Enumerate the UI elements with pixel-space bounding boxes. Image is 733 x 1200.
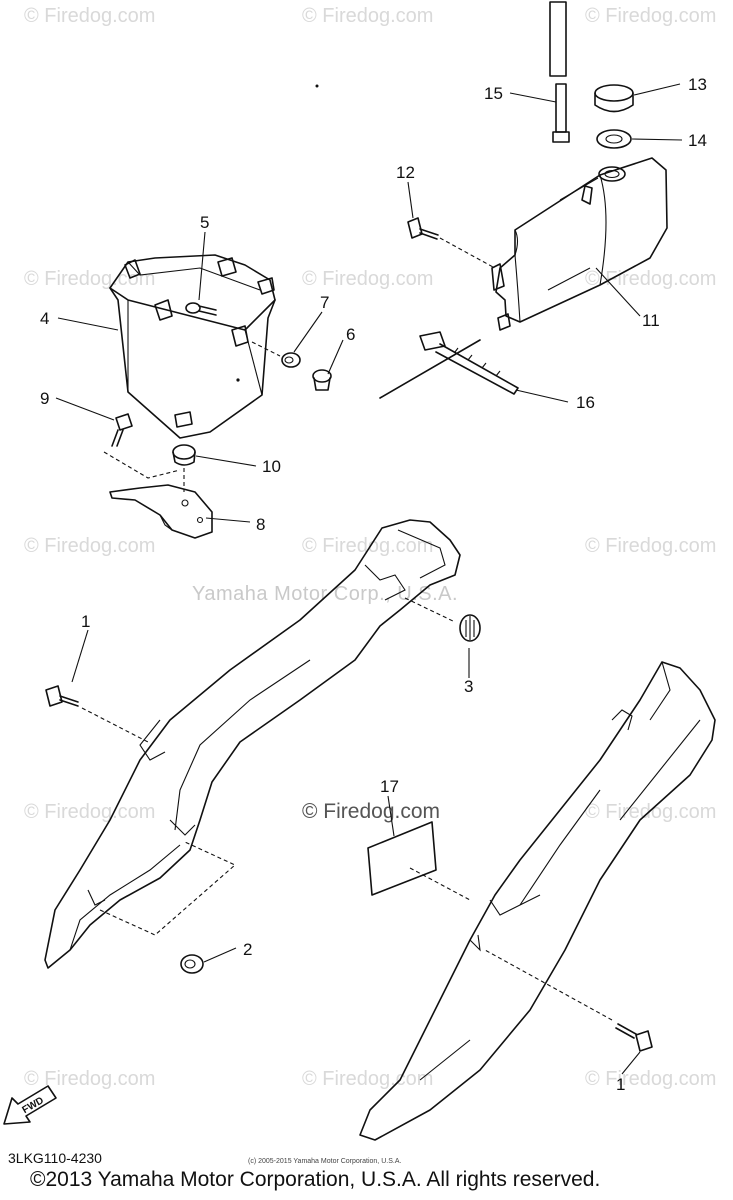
watermark-site: © Firedog.com (585, 801, 716, 823)
watermark-site: © Firedog.com (302, 5, 433, 27)
callout-1: 1 (81, 612, 90, 631)
part-5-bolt (185, 302, 217, 316)
watermark-site: © Firedog.com (24, 801, 155, 823)
watermark-layer: © Firedog.com © Firedog.com © Firedog.co… (24, 5, 716, 1090)
callout-7: 7 (320, 293, 329, 312)
part-7-grommet (251, 341, 301, 368)
callout-4: 4 (40, 309, 49, 328)
copyright-notice: ©2013 Yamaha Motor Corporation, U.S.A. A… (30, 1168, 601, 1191)
part-14-washer (596, 129, 632, 149)
part-3-grommet (404, 597, 481, 642)
callout-6: 6 (346, 325, 355, 344)
callout-14: 14 (688, 131, 707, 150)
callout-11: 11 (642, 311, 660, 330)
watermark-site: © Firedog.com (24, 535, 155, 557)
side-cover-right (359, 661, 716, 1141)
watermark-site: © Firedog.com (302, 535, 433, 557)
callout-8: 8 (256, 515, 265, 534)
watermark-site: © Firedog.com (24, 268, 155, 290)
callout-15: 15 (484, 84, 503, 103)
watermark-site: © Firedog.com (24, 5, 155, 27)
fwd-label: FWD (21, 1095, 46, 1116)
callout-9: 9 (40, 389, 49, 408)
small-copyright: (c) 2005-2015 Yamaha Motor Corporation, … (248, 1158, 402, 1165)
watermark-site: © Firedog.com (585, 268, 716, 290)
watermark-site: © Firedog.com (585, 1068, 716, 1090)
callout-13: 13 (688, 75, 707, 94)
watermark-inline-site: © Firedog.com (302, 800, 440, 823)
part-6-collar (312, 369, 332, 391)
part-12-bolt (407, 217, 494, 268)
part-2-grommet (99, 841, 237, 974)
watermark-site: © Firedog.com (585, 535, 716, 557)
part-17-label (367, 821, 471, 901)
part-9-bolt (103, 413, 181, 479)
part-11-tank (491, 157, 668, 331)
watermark-yamaha: Yamaha Motor Corp., U.S.A. (192, 583, 458, 605)
callout-16: 16 (576, 393, 595, 412)
side-cover-frame (44, 519, 461, 969)
part-16-strap (379, 331, 519, 399)
watermark-site: © Firedog.com (302, 1068, 433, 1090)
fwd-arrow-icon: FWD (3, 1085, 57, 1125)
leader-lines (55, 83, 683, 1075)
part-1-bolt-upper (45, 685, 149, 743)
callout-17: 17 (380, 777, 399, 796)
part-15-rod (549, 1, 570, 143)
watermark-site: © Firedog.com (302, 268, 433, 290)
callout-5: 5 (200, 213, 209, 232)
callout-3: 3 (464, 677, 473, 696)
part-1-bolt-lower (484, 949, 653, 1052)
part-4-battery-box (109, 254, 276, 439)
diagram-code: 3LKG110-4230 (8, 1150, 102, 1166)
callout-2: 2 (243, 940, 252, 959)
callout-10: 10 (262, 457, 281, 476)
callout-12: 12 (396, 163, 415, 182)
part-10-grommet (172, 444, 196, 492)
watermark-site: © Firedog.com (24, 1068, 155, 1090)
watermark-site: © Firedog.com (585, 5, 716, 27)
callout-1: 1 (616, 1075, 625, 1094)
stray-dot (315, 84, 319, 88)
part-13-cap (594, 84, 634, 113)
part-8-bracket (109, 484, 213, 539)
callout-labels: 1 1 2 3 4 5 6 7 8 9 10 11 12 13 14 15 16… (40, 75, 707, 1094)
